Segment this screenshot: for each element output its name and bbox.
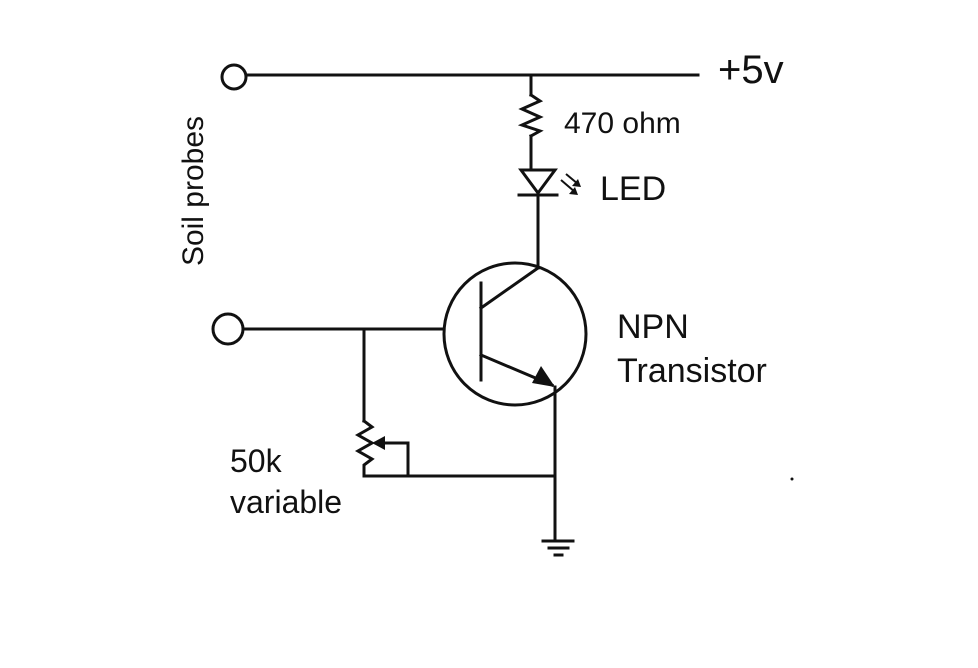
transistor-body — [442, 261, 588, 407]
transistor-label-line2: Transistor — [617, 352, 767, 390]
supply-rail — [220, 63, 700, 91]
supply-label: +5v — [718, 48, 784, 92]
probe-terminal-top — [220, 63, 248, 91]
soil-probes-label: Soil probes — [177, 115, 210, 267]
transistor-label-line1: NPN — [617, 308, 689, 346]
npn-transistor — [442, 261, 588, 407]
resistor-470 — [517, 73, 544, 172]
emitter-arrow-icon — [532, 366, 555, 387]
wiper-arrow-icon — [372, 436, 385, 450]
probe-terminal-bottom — [211, 312, 245, 346]
led-light-arrows-icon — [560, 173, 581, 195]
led-label: LED — [600, 170, 667, 208]
transistor-collector — [478, 265, 541, 311]
stray-dot — [790, 477, 794, 481]
led-symbol — [517, 168, 581, 270]
led-diode — [518, 168, 558, 196]
ground-icon — [541, 539, 575, 557]
resistor-label: 470 ohm — [564, 107, 681, 140]
pot-label-line2: variable — [230, 484, 343, 520]
base-wire — [211, 312, 446, 423]
pot-label-line1: 50k — [230, 443, 282, 479]
ground-wire — [530, 385, 575, 557]
variable-resistor — [354, 418, 534, 478]
